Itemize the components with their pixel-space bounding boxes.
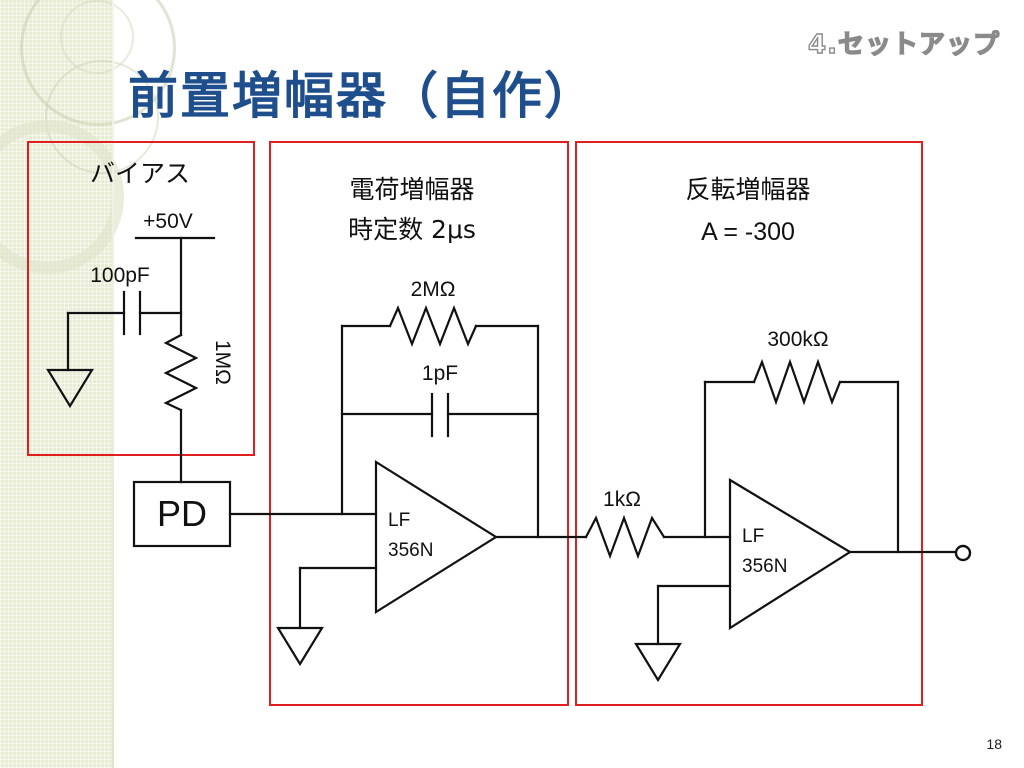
deco-circle xyxy=(60,0,134,74)
feedback-capacitor-label: 1pF xyxy=(422,362,458,385)
opamp1-label: LF xyxy=(388,510,410,531)
bias-panel-label: バイアス xyxy=(90,159,190,188)
opamp2-model: 356N xyxy=(742,556,787,577)
bias-resistor-symbol xyxy=(163,333,199,412)
inverting-amp-panel xyxy=(575,141,923,706)
ground-symbol xyxy=(276,626,324,667)
section-label: 4.セットアップ xyxy=(807,29,1000,60)
input-resistor-symbol xyxy=(584,514,666,560)
opamp1-model: 356N xyxy=(388,540,433,561)
charge-amp-panel xyxy=(269,141,569,706)
feedback-resistor-symbol xyxy=(388,304,478,348)
charge-amp-time-constant: 時定数 2μs xyxy=(348,215,476,244)
bias-resistor-label: 1MΩ xyxy=(211,340,234,385)
gain-resistor-symbol xyxy=(752,358,842,406)
gain-resistor-label: 300kΩ xyxy=(767,328,828,351)
inverting-amp-label: 反転増幅器 xyxy=(685,175,810,204)
output-terminal xyxy=(954,544,972,562)
bias-panel xyxy=(27,141,255,456)
input-resistor-label: 1kΩ xyxy=(603,488,641,511)
inverting-amp-gain: A = -300 xyxy=(701,218,795,246)
opamp2-triangle xyxy=(728,478,853,630)
ground-symbol xyxy=(634,642,682,683)
opamp1-triangle xyxy=(374,460,499,614)
charge-amp-label: 電荷増幅器 xyxy=(349,175,474,204)
bias-capacitor-label: 100pF xyxy=(90,264,150,287)
feedback-resistor-label: 2MΩ xyxy=(411,278,456,301)
photodiode-label: PD xyxy=(157,493,207,534)
ground-symbol xyxy=(46,368,94,409)
supply-voltage-label: +50V xyxy=(143,210,193,233)
slide-title: 前置増幅器（自作） xyxy=(128,67,596,125)
opamp2-label: LF xyxy=(742,526,764,547)
page-number: 18 xyxy=(986,736,1002,752)
